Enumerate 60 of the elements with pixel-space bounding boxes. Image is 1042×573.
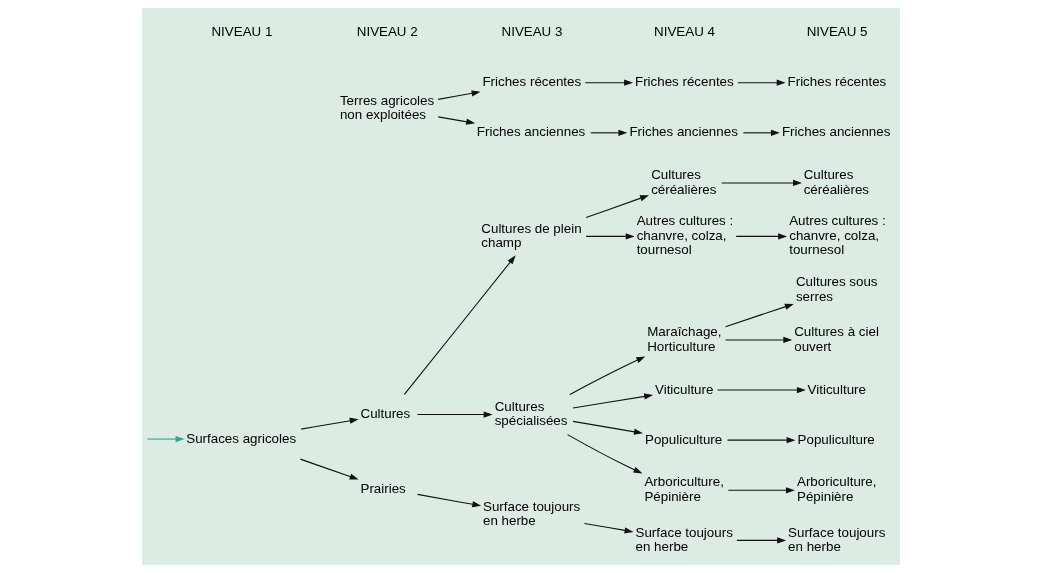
arrow <box>416 493 482 508</box>
label: NIVEAU 4 <box>654 24 715 40</box>
arrow <box>716 386 806 394</box>
arrow <box>569 356 646 395</box>
arrow <box>437 90 481 100</box>
node-text: Autres cultures : chanvre, colza, tournesol <box>789 213 886 258</box>
node-text: Friches anciennes <box>781 124 891 140</box>
arrow <box>572 420 643 435</box>
arrow <box>721 179 802 187</box>
arrow <box>299 458 359 480</box>
arrow <box>437 116 476 125</box>
node-text: Friches récentes <box>634 74 734 90</box>
node-text: Prairies <box>360 480 406 496</box>
node-text: Friches récentes <box>482 74 582 90</box>
node-text: Cultures céréalières <box>651 167 717 197</box>
node-text: Cultures céréalières <box>803 167 870 197</box>
label: NIVEAU 1 <box>211 24 273 40</box>
node-text: Friches anciennes <box>476 124 586 140</box>
arrow <box>724 336 793 344</box>
node-text: Surfaces agricoles <box>186 430 297 446</box>
node-text: Cultures à ciel ouvert <box>794 324 879 354</box>
label: NIVEAU 5 <box>806 24 868 40</box>
node-text: Viticulture <box>655 381 714 397</box>
node-text: Populiculture <box>797 431 875 447</box>
arrow <box>727 487 795 494</box>
label: NIVEAU 2 <box>356 24 418 40</box>
arrow <box>735 233 788 240</box>
node-text: Cultures sous serres <box>795 274 878 304</box>
arrow <box>726 437 796 444</box>
node-text: Surface toujours en herbe <box>635 524 733 555</box>
arrow <box>585 195 649 219</box>
arrow <box>146 435 185 443</box>
node-text: Surface toujours en herbe <box>788 524 886 555</box>
node-text: Maraîchage, Horticulture <box>647 324 722 354</box>
node-text: Arboriculture, Pépinière <box>644 474 724 504</box>
arrow <box>416 411 493 418</box>
node-text: Cultures spécialisées <box>494 398 568 429</box>
label: NIVEAU 3 <box>501 24 563 40</box>
arrow <box>567 434 643 474</box>
arrow <box>584 79 634 86</box>
arrow <box>572 393 654 409</box>
node-text: Friches anciennes <box>629 124 738 140</box>
node-text: Surface toujours en herbe <box>482 498 581 529</box>
arrow <box>590 129 628 136</box>
node-text: Cultures <box>360 406 411 422</box>
arrow <box>403 255 516 396</box>
node-text: Populiculture <box>645 431 723 447</box>
arrow <box>737 79 786 86</box>
node-text: Cultures de plein champ <box>481 220 582 251</box>
arrow <box>736 537 787 544</box>
arrow <box>585 233 635 240</box>
node-text: Viticulture <box>807 381 866 397</box>
arrow <box>583 522 634 534</box>
arrow <box>742 129 780 136</box>
node-text: Arboriculture, Pépinière <box>797 474 877 504</box>
arrow <box>300 417 359 430</box>
node-text: Autres cultures : chanvre, colza, tournesol <box>636 213 734 258</box>
arrow <box>724 303 794 328</box>
node-text: Terres agricoles non exploitées <box>339 92 435 123</box>
node-text: Friches récentes <box>787 74 887 90</box>
